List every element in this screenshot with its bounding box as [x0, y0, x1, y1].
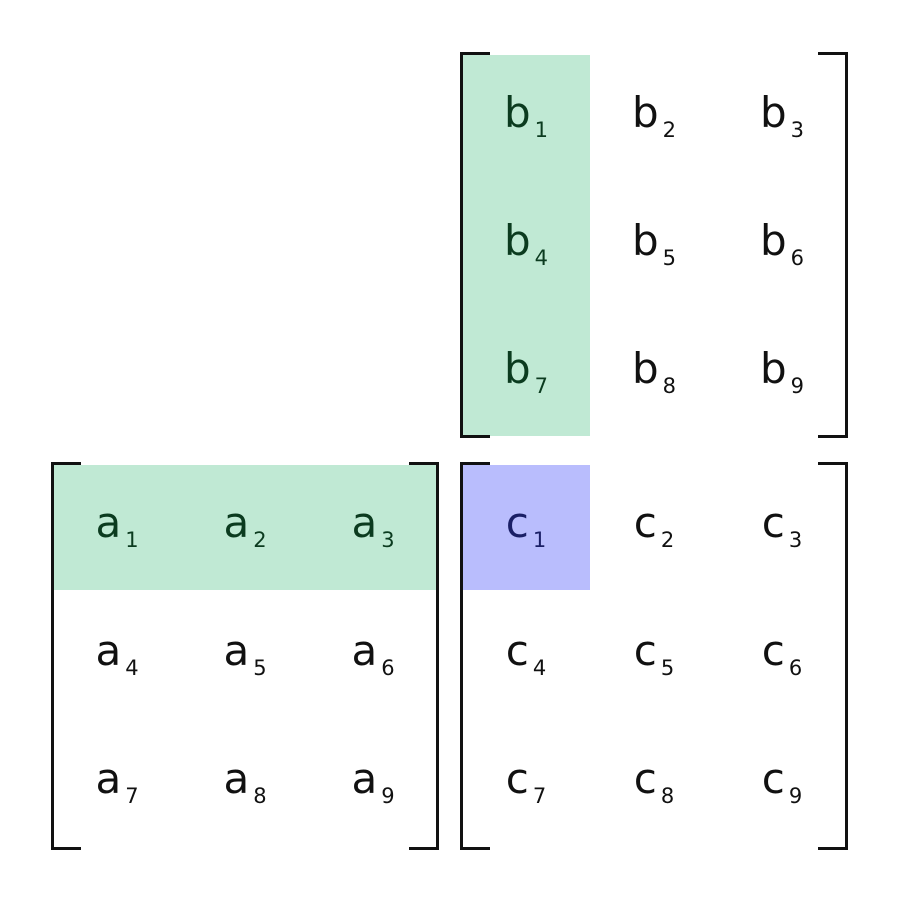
cell-variable: b: [759, 88, 787, 137]
cell-subscript: 3: [790, 118, 805, 142]
matrix-c-result-highlight: [462, 465, 590, 590]
cell-subscript: 7: [125, 784, 139, 808]
cell-variable: b: [759, 216, 787, 265]
cell-variable: b: [759, 344, 787, 393]
cell-subscript: 5: [660, 656, 675, 680]
cell-subscript: 1: [532, 528, 547, 552]
cell-subscript: 8: [662, 374, 677, 398]
cell-subscript: 9: [381, 784, 395, 808]
cell-variable: c: [761, 754, 785, 803]
cell-subscript: 3: [381, 528, 395, 552]
matrix-b-right-bracket: [818, 52, 848, 438]
cell-variable: c: [633, 626, 657, 675]
cell-variable: a: [223, 498, 250, 547]
cell-subscript: 6: [381, 656, 395, 680]
cell-variable: a: [351, 498, 378, 547]
cell-subscript: 9: [790, 374, 805, 398]
matrix-b-column-highlight: [462, 55, 590, 436]
matrix-a-row-highlight: [53, 465, 437, 590]
cell-subscript: 4: [532, 656, 547, 680]
cell-variable: a: [95, 498, 122, 547]
cell-subscript: 5: [662, 246, 677, 270]
cell-subscript: 8: [253, 784, 267, 808]
cell-variable: b: [503, 88, 531, 137]
cell-variable: b: [631, 216, 659, 265]
cell-variable: a: [351, 754, 378, 803]
cell-subscript: 7: [534, 374, 549, 398]
cell-subscript: 7: [532, 784, 547, 808]
cell-variable: b: [503, 344, 531, 393]
cell-subscript: 2: [662, 118, 677, 142]
matrix-b-left-bracket: [460, 52, 490, 438]
cell-subscript: 1: [534, 118, 549, 142]
cell-subscript: 2: [660, 528, 675, 552]
cell-variable: c: [505, 498, 529, 547]
cell-subscript: 4: [534, 246, 549, 270]
cell-subscript: 9: [788, 784, 803, 808]
cell-variable: c: [633, 754, 657, 803]
matrix-c-left-bracket: [460, 462, 490, 850]
cell-subscript: 8: [660, 784, 675, 808]
cell-variable: b: [631, 88, 659, 137]
cell-variable: b: [631, 344, 659, 393]
cell-variable: c: [761, 498, 785, 547]
cell-variable: b: [503, 216, 531, 265]
cell-subscript: 6: [790, 246, 805, 270]
matrix-c-right-bracket: [818, 462, 848, 850]
cell-subscript: 3: [788, 528, 803, 552]
matrix-a-left-bracket: [51, 462, 81, 850]
cell-subscript: 1: [125, 528, 139, 552]
cell-subscript: 6: [788, 656, 803, 680]
cell-variable: a: [95, 626, 122, 675]
cell-variable: a: [351, 626, 378, 675]
cell-variable: c: [633, 498, 657, 547]
cell-subscript: 2: [253, 528, 267, 552]
cell-variable: a: [95, 754, 122, 803]
cell-subscript: 5: [253, 656, 267, 680]
cell-variable: a: [223, 754, 250, 803]
cell-variable: c: [505, 754, 529, 803]
cell-variable: c: [761, 626, 785, 675]
cell-variable: c: [505, 626, 529, 675]
matrix-a-right-bracket: [409, 462, 439, 850]
cell-variable: a: [223, 626, 250, 675]
cell-subscript: 4: [125, 656, 139, 680]
